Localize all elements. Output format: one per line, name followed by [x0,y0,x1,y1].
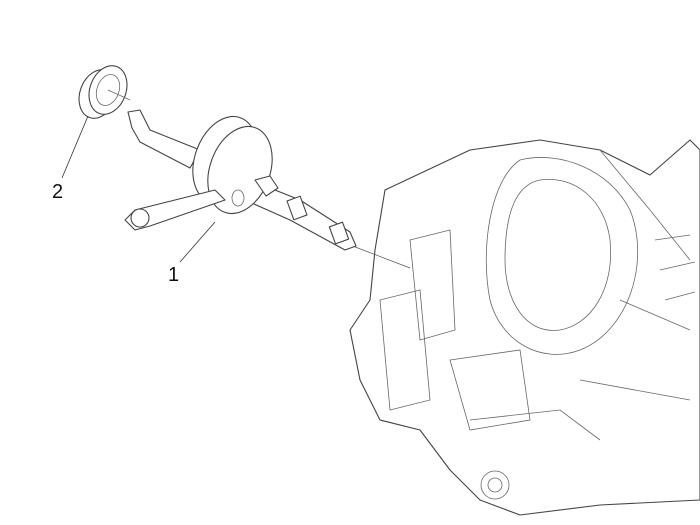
callout-2-label: 2 [52,181,64,203]
assembly-axis-line [349,244,411,269]
callout-1-leader [179,221,216,263]
callout-1-label: 1 [168,264,180,286]
crankcase [349,139,700,516]
bearing-part [78,65,131,119]
callout-2-leader [61,115,89,179]
crankshaft-part [124,109,357,251]
